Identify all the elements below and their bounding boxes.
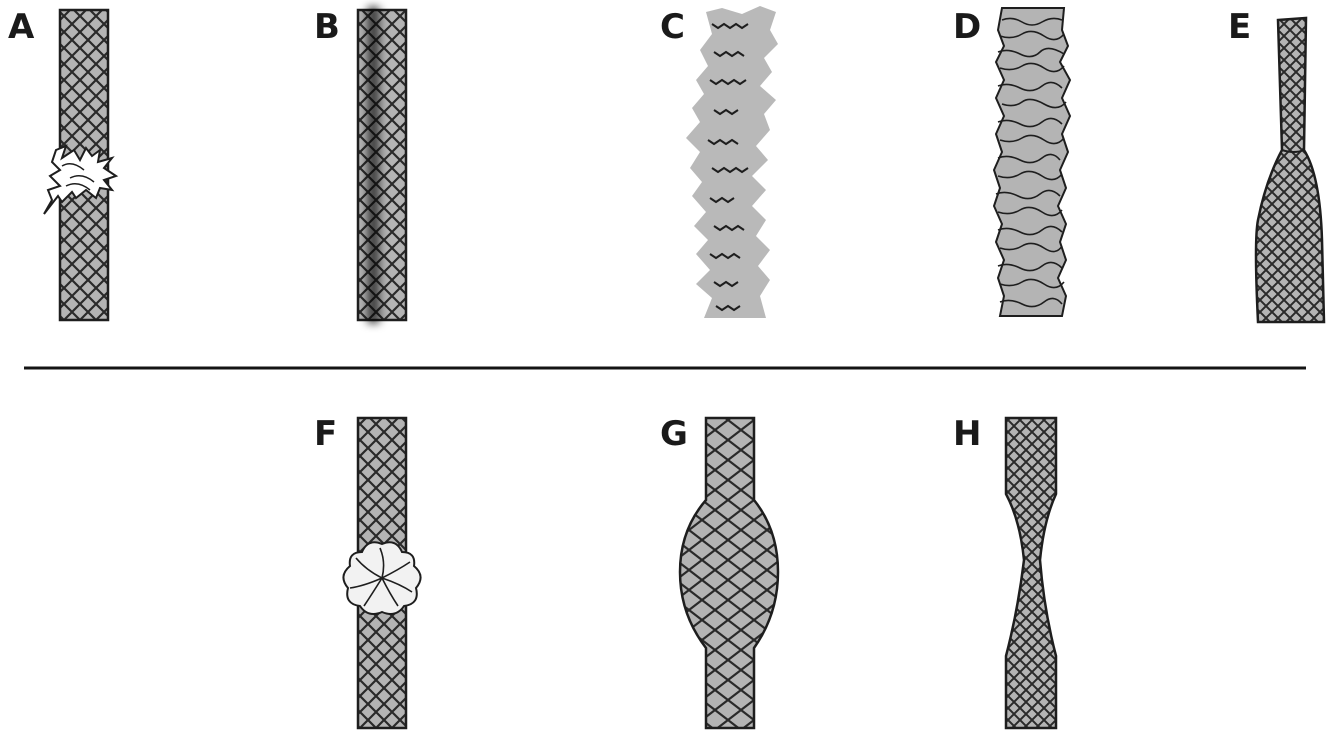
rope-a-cut-strands [44, 10, 116, 320]
rope-b-glazed [358, 6, 406, 324]
rope-f-core-protrusion [343, 418, 420, 728]
panel-label-e: E [1228, 7, 1251, 47]
rope-d-wrinkled [994, 8, 1070, 316]
panel-label-c: C [660, 7, 685, 47]
panel-label-a: A [8, 7, 35, 47]
panel-label-h: H [953, 414, 981, 454]
rope-g-bulge [680, 418, 778, 728]
rope-h-necking [1006, 418, 1056, 728]
rope-e-core-bulge [1256, 18, 1324, 322]
panel-label-f: F [314, 414, 337, 454]
panel-label-g: G [660, 414, 688, 454]
panel-label-d: D [953, 7, 981, 47]
panel-label-b: B [314, 7, 340, 47]
rope-c-abraded [686, 6, 778, 318]
protrusion-flower [343, 542, 420, 614]
